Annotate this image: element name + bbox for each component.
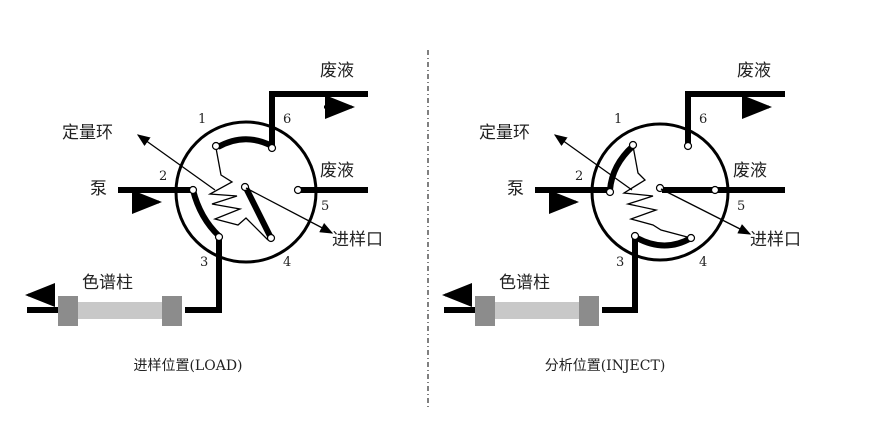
port-number: 3 xyxy=(616,255,624,270)
column-cap-left xyxy=(58,296,78,326)
inject-port-label: 进样口 xyxy=(332,230,383,250)
sample-loop-coil xyxy=(622,145,692,239)
port-number: 4 xyxy=(699,255,707,270)
load-position-diagram: 废液 废液 定量环 泵 进样口 色谱柱 1 2 3 4 5 6 进样位置(LOA… xyxy=(25,61,383,374)
port-number: 6 xyxy=(283,112,291,127)
port-number: 3 xyxy=(200,255,208,270)
column-line xyxy=(185,237,222,313)
port-1 xyxy=(211,141,221,151)
port-number: 6 xyxy=(699,112,707,127)
port-number: 1 xyxy=(198,112,206,127)
column-body xyxy=(78,302,162,319)
port-4 xyxy=(266,233,276,243)
port-number: 1 xyxy=(614,112,622,127)
waste-right-label: 废液 xyxy=(320,161,354,181)
inject-port-pointer-arrow xyxy=(245,187,334,234)
port-number: 4 xyxy=(283,255,291,270)
port-5 xyxy=(710,185,720,195)
waste-right-label: 废液 xyxy=(733,161,767,181)
column-label: 色谱柱 xyxy=(82,273,133,293)
port-number: 5 xyxy=(321,199,329,214)
pump-label: 泵 xyxy=(90,179,107,199)
channel-3-4 xyxy=(635,235,693,249)
port-number: 2 xyxy=(159,169,167,184)
column-line xyxy=(602,238,638,313)
port-6 xyxy=(267,143,277,153)
column-label: 色谱柱 xyxy=(499,273,550,293)
loop-pointer-arrow xyxy=(553,134,633,191)
port-number: 5 xyxy=(737,199,745,214)
port-number: 2 xyxy=(575,169,583,184)
waste-top-label: 废液 xyxy=(320,61,354,81)
waste-top-line xyxy=(269,91,368,148)
column-body xyxy=(495,302,579,319)
loop-label: 定量环 xyxy=(479,123,530,143)
inject-port-label: 进样口 xyxy=(750,230,801,250)
port-3 xyxy=(214,232,224,242)
channel-center-4 xyxy=(243,186,274,240)
inject-port-pointer-arrow xyxy=(660,188,752,235)
column-cap-right xyxy=(579,296,599,326)
inject-caption: 分析位置(INJECT) xyxy=(545,358,666,374)
port-6 xyxy=(683,141,693,151)
port-5 xyxy=(293,185,303,195)
inject-position-diagram: 废液 废液 定量环 泵 进样口 色谱柱 1 2 3 4 5 6 分析位置(INJ… xyxy=(442,61,801,374)
loop-label: 定量环 xyxy=(62,123,113,143)
sample-loop-coil xyxy=(207,147,269,241)
waste-top-label: 废液 xyxy=(737,61,771,81)
pump-label: 泵 xyxy=(507,179,524,199)
channel-1-6 xyxy=(216,136,274,150)
port-3 xyxy=(630,231,640,241)
loop-pointer-arrow xyxy=(136,134,216,191)
channel-2-3 xyxy=(190,189,222,239)
port-1 xyxy=(628,140,638,150)
channel-1-2 xyxy=(607,143,636,191)
port-4 xyxy=(686,233,696,243)
column-cap-right xyxy=(162,296,182,326)
port-2 xyxy=(188,185,198,195)
port-2 xyxy=(605,187,615,197)
waste-top-line xyxy=(685,91,785,146)
load-caption: 进样位置(LOAD) xyxy=(133,358,242,374)
column-cap-left xyxy=(475,296,495,326)
